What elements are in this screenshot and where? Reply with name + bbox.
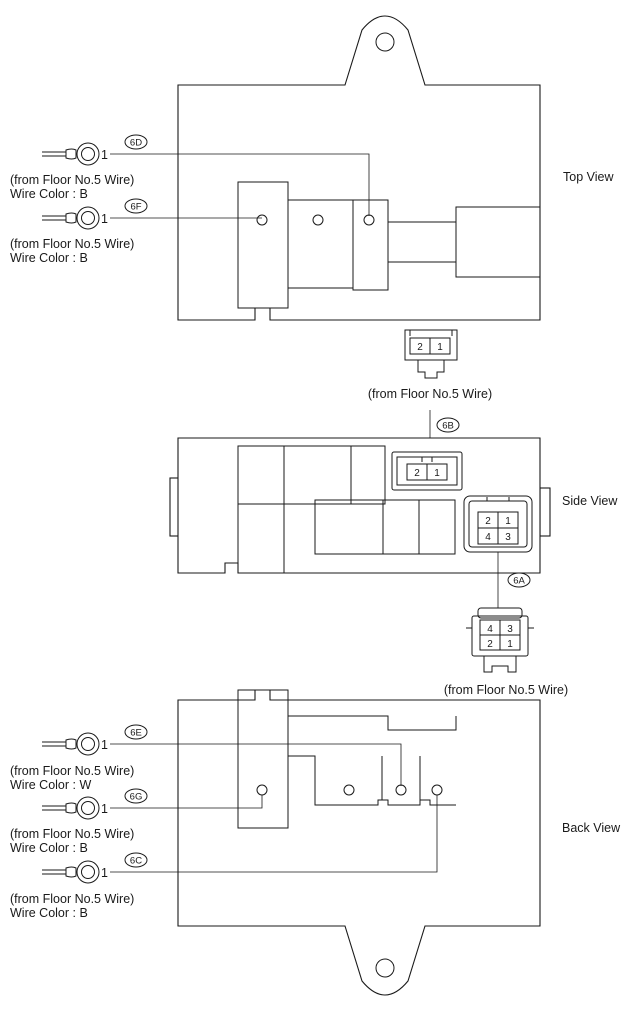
top-terminal-middle — [312, 214, 324, 226]
pin-label: 4 — [487, 624, 493, 635]
connector-tag-6G-label: 6G — [130, 792, 143, 803]
connector-tag-6C — [124, 852, 148, 868]
side-view-relay-block: 2 1 2 1 4 3 — [169, 437, 551, 574]
top-view-housing — [177, 15, 541, 321]
pin-label: 1 — [101, 866, 108, 880]
ring-terminal-icon — [76, 796, 100, 820]
pin-label: 2 — [485, 516, 491, 527]
connector-tag-6F-label: 6F — [130, 202, 141, 213]
back-left-module — [237, 689, 289, 829]
source-label: (from Floor No.5 Wire) — [368, 387, 492, 401]
connector-tag-6F — [124, 198, 148, 214]
connector-tag-6B-label: 6B — [442, 421, 454, 432]
side-view-label: Side View — [562, 494, 618, 508]
pin-label: 3 — [507, 624, 513, 635]
pin-label: 1 — [507, 639, 513, 650]
connector-tag-6B — [436, 417, 460, 433]
pin-label: 1 — [101, 212, 108, 226]
connector-tag-6A-label: 6A — [513, 576, 525, 587]
wire-color-label: Wire Color : B — [10, 906, 88, 920]
connector-tag-6G — [124, 788, 148, 804]
connector-tag-6E-label: 6E — [130, 728, 142, 739]
source-label: (from Floor No.5 Wire) — [10, 764, 134, 778]
source-label: (from Floor No.5 Wire) — [10, 237, 134, 251]
pin-label: 1 — [101, 148, 108, 162]
terminal-6C: 1 6C (from Floor No.5 Wire) Wire Color :… — [10, 795, 438, 920]
source-label: (from Floor No.5 Wire) — [10, 827, 134, 841]
source-label: (from Floor No.5 Wire) — [10, 892, 134, 906]
pin-label: 3 — [505, 532, 511, 543]
ring-terminal-icon — [76, 732, 100, 756]
pin-label: 4 — [485, 532, 491, 543]
terminal-6G: 1 6G (from Floor No.5 Wire) Wire Color :… — [10, 788, 263, 855]
connector-tag-6E — [124, 724, 148, 740]
pin-label: 1 — [505, 516, 511, 527]
plug-6A-body — [471, 615, 529, 657]
source-label: (from Floor No.5 Wire) — [444, 683, 568, 697]
terminal-6E: 1 6E (from Floor No.5 Wire) Wire Color :… — [10, 724, 402, 792]
pin-label: 1 — [101, 802, 108, 816]
top-connector-head — [455, 206, 541, 278]
plug-6B: 2 1 (from Floor No.5 Wire) — [368, 329, 492, 401]
back-view-housing — [177, 689, 541, 996]
plug-6A: 4 3 2 1 (from Floor No.5 Wire) — [444, 607, 568, 697]
connector-tag-6D-label: 6D — [130, 138, 142, 149]
ring-terminal-icon — [76, 206, 100, 230]
pin-label: 1 — [434, 468, 440, 479]
bottom-mount-hole — [375, 958, 395, 978]
pin-label: 2 — [417, 342, 423, 353]
pin-label: 1 — [101, 738, 108, 752]
connector-tag-6A — [507, 572, 531, 588]
ring-terminal-icon — [76, 142, 100, 166]
back-view-label: Back View — [562, 821, 621, 835]
plug-6B-body — [404, 329, 458, 361]
connector-tag-6C-label: 6C — [130, 856, 142, 867]
top-view-label: Top View — [563, 170, 614, 184]
top-mount-hole — [375, 32, 395, 52]
pin-label: 2 — [487, 639, 493, 650]
terminal-6F: 1 6F (from Floor No.5 Wire) Wire Color :… — [10, 198, 262, 265]
top-terminal-6F — [256, 214, 268, 226]
pin-label: 2 — [414, 468, 420, 479]
ring-terminal-icon — [76, 860, 100, 884]
top-view-relay-block — [177, 15, 541, 321]
wire-color-label: Wire Color : W — [10, 778, 91, 792]
wire-color-label: Wire Color : B — [10, 251, 88, 265]
socket-6B — [391, 451, 463, 491]
back-view-relay-block — [177, 689, 541, 996]
side-view-housing — [177, 437, 541, 574]
pin-label: 1 — [437, 342, 443, 353]
side-right-tab — [539, 487, 551, 537]
wire-color-label: Wire Color : B — [10, 187, 88, 201]
source-label: (from Floor No.5 Wire) — [10, 173, 134, 187]
terminal-6D: 1 6D (from Floor No.5 Wire) Wire Color :… — [10, 134, 370, 216]
back-terminal-middle — [343, 784, 355, 796]
connector-tag-6D — [124, 134, 148, 150]
wire-color-label: Wire Color : B — [10, 841, 88, 855]
